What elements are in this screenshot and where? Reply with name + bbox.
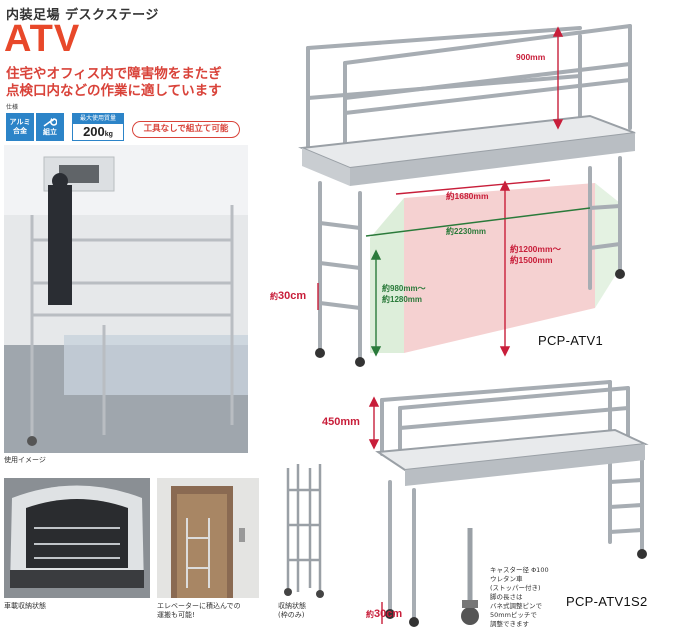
product-subtitle: 内装足場 デスクステージ (6, 8, 159, 23)
elevator-photo (157, 478, 259, 598)
aluminum-label-1: アルミ (9, 118, 31, 126)
storage-caption: 収納状態 (枠のみ) (278, 602, 306, 620)
caster-note-line: 脚の長さは (490, 593, 523, 601)
caster-note-line: ウレタン車 (490, 575, 523, 583)
tool-free-badge: 工具なしで組立て可能 (132, 121, 240, 138)
wrench-icon (43, 117, 57, 127)
aluminum-label-2: 合金 (13, 127, 27, 135)
usage-caption: 使用イメージ (4, 456, 46, 464)
atv1s2-caster-dim: 約30cm (366, 608, 403, 620)
caster-note-line: バネ式調整ピンで (490, 602, 542, 610)
atv1s2-rail-height: 450mm (322, 416, 360, 428)
caster-note-line: (ストッパー付き) (490, 584, 541, 592)
product-name-atv1s2: PCP-ATV1S2 (566, 594, 648, 609)
car-photo (4, 478, 150, 598)
caster-note-line: 調整できます (490, 620, 529, 628)
car-caption: 車載収納状態 (4, 602, 46, 610)
elevator-caption-line-1: エレベーターに積込んでの (157, 602, 241, 610)
folded-frame-image (276, 460, 332, 600)
max-load-value: 200kg (83, 124, 113, 139)
atv1-rail-height: 900mm (516, 52, 546, 62)
atv1-clearance-max: 約1280mm (382, 295, 423, 304)
max-load-label: 最大使用質量 (73, 114, 123, 124)
storage-caption-line-1: 収納状態 (278, 602, 306, 610)
max-load-box: 最大使用質量 200kg (72, 113, 124, 141)
atv1-clearance-min: 約980mm〜 (382, 284, 426, 293)
atv1-length: 約1680mm (446, 191, 489, 201)
caster-note: キャスター径 Φ100 ウレタン車 (ストッパー付き) 脚の長さは バネ式調整ピ… (490, 566, 549, 629)
atv1-height: 約1200mm〜 約1500mm (510, 244, 561, 266)
tagline: 住宅やオフィス内で障害物をまたぎ 点検口内などの作業に適しています (6, 66, 276, 100)
tagline-line-2: 点検口内などの作業に適しています (6, 83, 222, 99)
atv1-height-min: 約1200mm〜 (510, 244, 562, 254)
usage-photo (4, 145, 248, 453)
atv1-width: 約2230mm (446, 227, 487, 236)
tagline-line-1: 住宅やオフィス内で障害物をまたぎ (6, 66, 222, 82)
elevator-caption-line-2: 運搬も可能! (157, 611, 195, 619)
aluminum-alloy-icon: アルミ 合金 (6, 113, 34, 141)
atv1-clearance: 約980mm〜 約1280mm (382, 283, 426, 305)
elevator-caption: エレベーターに積込んでの 運搬も可能! (157, 602, 241, 620)
product-name-atv1: PCP-ATV1 (538, 333, 604, 348)
pcp-atv1-illustration (290, 8, 680, 370)
assembly-wrench-icon: 組立 (36, 113, 64, 141)
caster-note-line: キャスター径 Φ100 (490, 566, 549, 574)
storage-caption-line-2: (枠のみ) (278, 611, 305, 619)
caster-note-line: 50mmピッチで (490, 611, 537, 619)
assembly-label: 組立 (43, 127, 57, 136)
atv1-caster-dim: 約30cm (270, 290, 307, 302)
atv1-height-max: 約1500mm (510, 255, 553, 265)
spec-label: 仕様 (6, 104, 19, 111)
model-title: ATV (4, 18, 81, 60)
pcp-atv1s2-illustration (360, 372, 680, 636)
